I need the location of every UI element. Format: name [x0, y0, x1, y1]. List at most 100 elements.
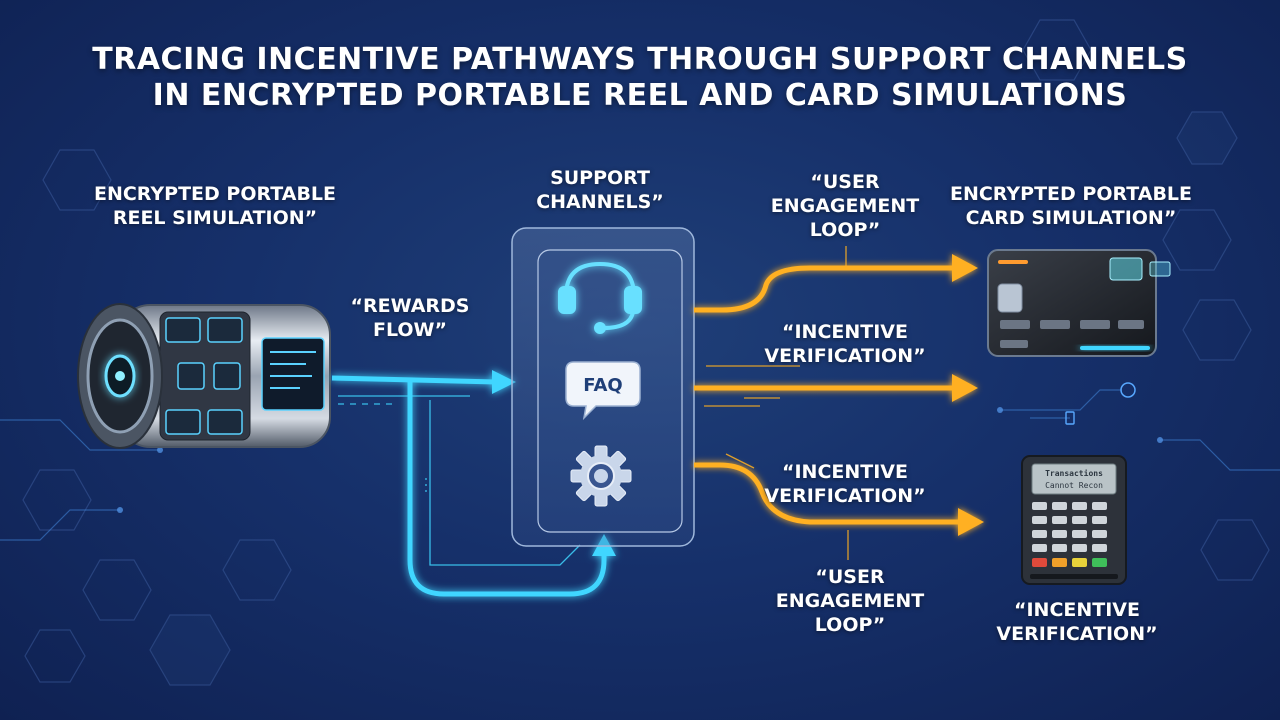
terminal-key [1092, 530, 1107, 538]
reel-simulation-device [77, 303, 331, 449]
rewards-flow-label: “REWARDS FLOW” [325, 294, 495, 342]
faq-label: FAQ [583, 375, 622, 396]
headset-icon [558, 261, 642, 334]
orange-flow-arrows [694, 254, 984, 536]
card-number-block [1040, 320, 1070, 329]
circuit-node [1157, 437, 1163, 443]
gear-icon [570, 445, 632, 507]
rewards-flow-main-arrowhead [492, 370, 516, 394]
circuit-node [117, 507, 123, 513]
verification-arrowhead-low [958, 508, 984, 536]
user-engagement-loop-label-bottom: “USER ENGAGEMENT LOOP” [755, 565, 945, 637]
card-hologram [1109, 257, 1143, 281]
payment-terminal-device [1021, 455, 1127, 585]
terminal-screen-text-2: Cannot Recon [1045, 481, 1103, 490]
rewards-flow-main-arrow [331, 375, 497, 385]
hexagon-decor [149, 614, 231, 686]
diagram-title-line-1: TRACING INCENTIVE PATHWAYS THROUGH SUPPO… [92, 42, 1188, 77]
terminal-card-slot [1030, 574, 1118, 579]
card-label-line-2: CARD SIMULATION” [965, 207, 1177, 229]
faq-icon [565, 361, 641, 421]
rewards-flow-line-1: “REWARDS [350, 295, 470, 317]
engagement-top-line-3: LOOP” [809, 219, 881, 241]
hexagon-decor [1176, 111, 1238, 165]
terminal-key [1052, 530, 1067, 538]
support-channels-panel [511, 227, 695, 547]
support-label-line-1: SUPPORT [550, 167, 650, 189]
reel-window [165, 317, 201, 343]
terminal-screen [1031, 463, 1117, 495]
card-number-block [1118, 320, 1144, 329]
terminal-key-orange [1052, 558, 1067, 567]
incentive-verification-label-low: “INCENTIVE VERIFICATION” [730, 460, 960, 508]
reel-label-line-1: ENCRYPTED PORTABLE [93, 183, 337, 205]
reel-window [165, 409, 201, 435]
circuit-trace [0, 509, 120, 541]
rewards-loop-arrow [407, 382, 607, 597]
verification-low-line-1: “INCENTIVE [782, 461, 908, 483]
terminal-label-line-1: “INCENTIVE [1014, 599, 1140, 621]
card-label-line-1: ENCRYPTED PORTABLE [949, 183, 1193, 205]
rewards-flow-line-2: FLOW” [372, 319, 447, 341]
engagement-top-line-1: “USER [810, 171, 880, 193]
card-simulation-label: ENCRYPTED PORTABLE CARD SIMULATION” [936, 182, 1206, 230]
circuit-trace [1160, 439, 1280, 471]
terminal-label-line-2: VERIFICATION” [996, 623, 1158, 645]
terminal-key [1092, 544, 1107, 552]
circuit-pad [1065, 411, 1075, 425]
hexagon-decor [1162, 209, 1232, 271]
hexagon-decor [24, 629, 86, 683]
reel-window [177, 362, 205, 390]
terminal-key-red [1032, 558, 1047, 567]
user-engagement-loop-label-top: “USER ENGAGEMENT LOOP” [755, 170, 935, 242]
card-accent-stripe [998, 260, 1028, 264]
card-number-block [1080, 320, 1110, 329]
terminal-key [1072, 502, 1087, 510]
verification-mid-line-1: “INCENTIVE [782, 321, 908, 343]
card-hologram [1149, 261, 1171, 277]
terminal-key [1092, 516, 1107, 524]
hexagon-decor [42, 149, 112, 211]
engagement-top-line-2: ENGAGEMENT [770, 195, 920, 217]
reel-window [213, 362, 241, 390]
diagram-title-line-2: IN ENCRYPTED PORTABLE REEL AND CARD SIMU… [152, 78, 1128, 113]
circuit-ring [1120, 382, 1136, 398]
terminal-key [1052, 516, 1067, 524]
reel-end-core [115, 371, 125, 381]
incentive-verification-label-mid: “INCENTIVE VERIFICATION” [730, 320, 960, 368]
terminal-key [1032, 544, 1047, 552]
terminal-key [1072, 516, 1087, 524]
hexagon-decor [82, 559, 152, 621]
terminal-key [1052, 502, 1067, 510]
hexagon-decor [1022, 19, 1092, 81]
verification-arrow-low [694, 462, 958, 525]
hexagon-decor [222, 539, 292, 601]
rewards-flow-arrows [331, 370, 616, 597]
hexagon-decor [1200, 519, 1270, 581]
circuit-node [157, 447, 163, 453]
reel-label-line-2: REEL SIMULATION” [112, 207, 318, 229]
hexagon-decor [22, 469, 92, 531]
support-label-line-2: CHANNELS” [536, 191, 664, 213]
verification-arrowhead-mid [952, 374, 978, 402]
terminal-key [1092, 502, 1107, 510]
engagement-arrow-top [694, 265, 952, 313]
circuit-trace [1000, 389, 1122, 411]
hexagon-decor [1182, 299, 1252, 361]
support-channels-label: SUPPORT CHANNELS” [510, 166, 690, 214]
engagement-arrowhead-top [952, 254, 978, 282]
terminal-key [1032, 530, 1047, 538]
engagement-bottom-line-1: “USER [815, 566, 885, 588]
card-simulation-device [987, 249, 1171, 357]
reel-simulation-label: ENCRYPTED PORTABLE REEL SIMULATION” [70, 182, 360, 230]
terminal-verification-label: “INCENTIVE VERIFICATION” [962, 598, 1192, 646]
verification-low-line-2: VERIFICATION” [764, 485, 926, 507]
card-name-block [1000, 340, 1028, 348]
engagement-bottom-line-2: ENGAGEMENT [775, 590, 925, 612]
terminal-key [1032, 516, 1047, 524]
terminal-key [1052, 544, 1067, 552]
reel-window [207, 409, 243, 435]
card-number-block [1000, 320, 1030, 329]
